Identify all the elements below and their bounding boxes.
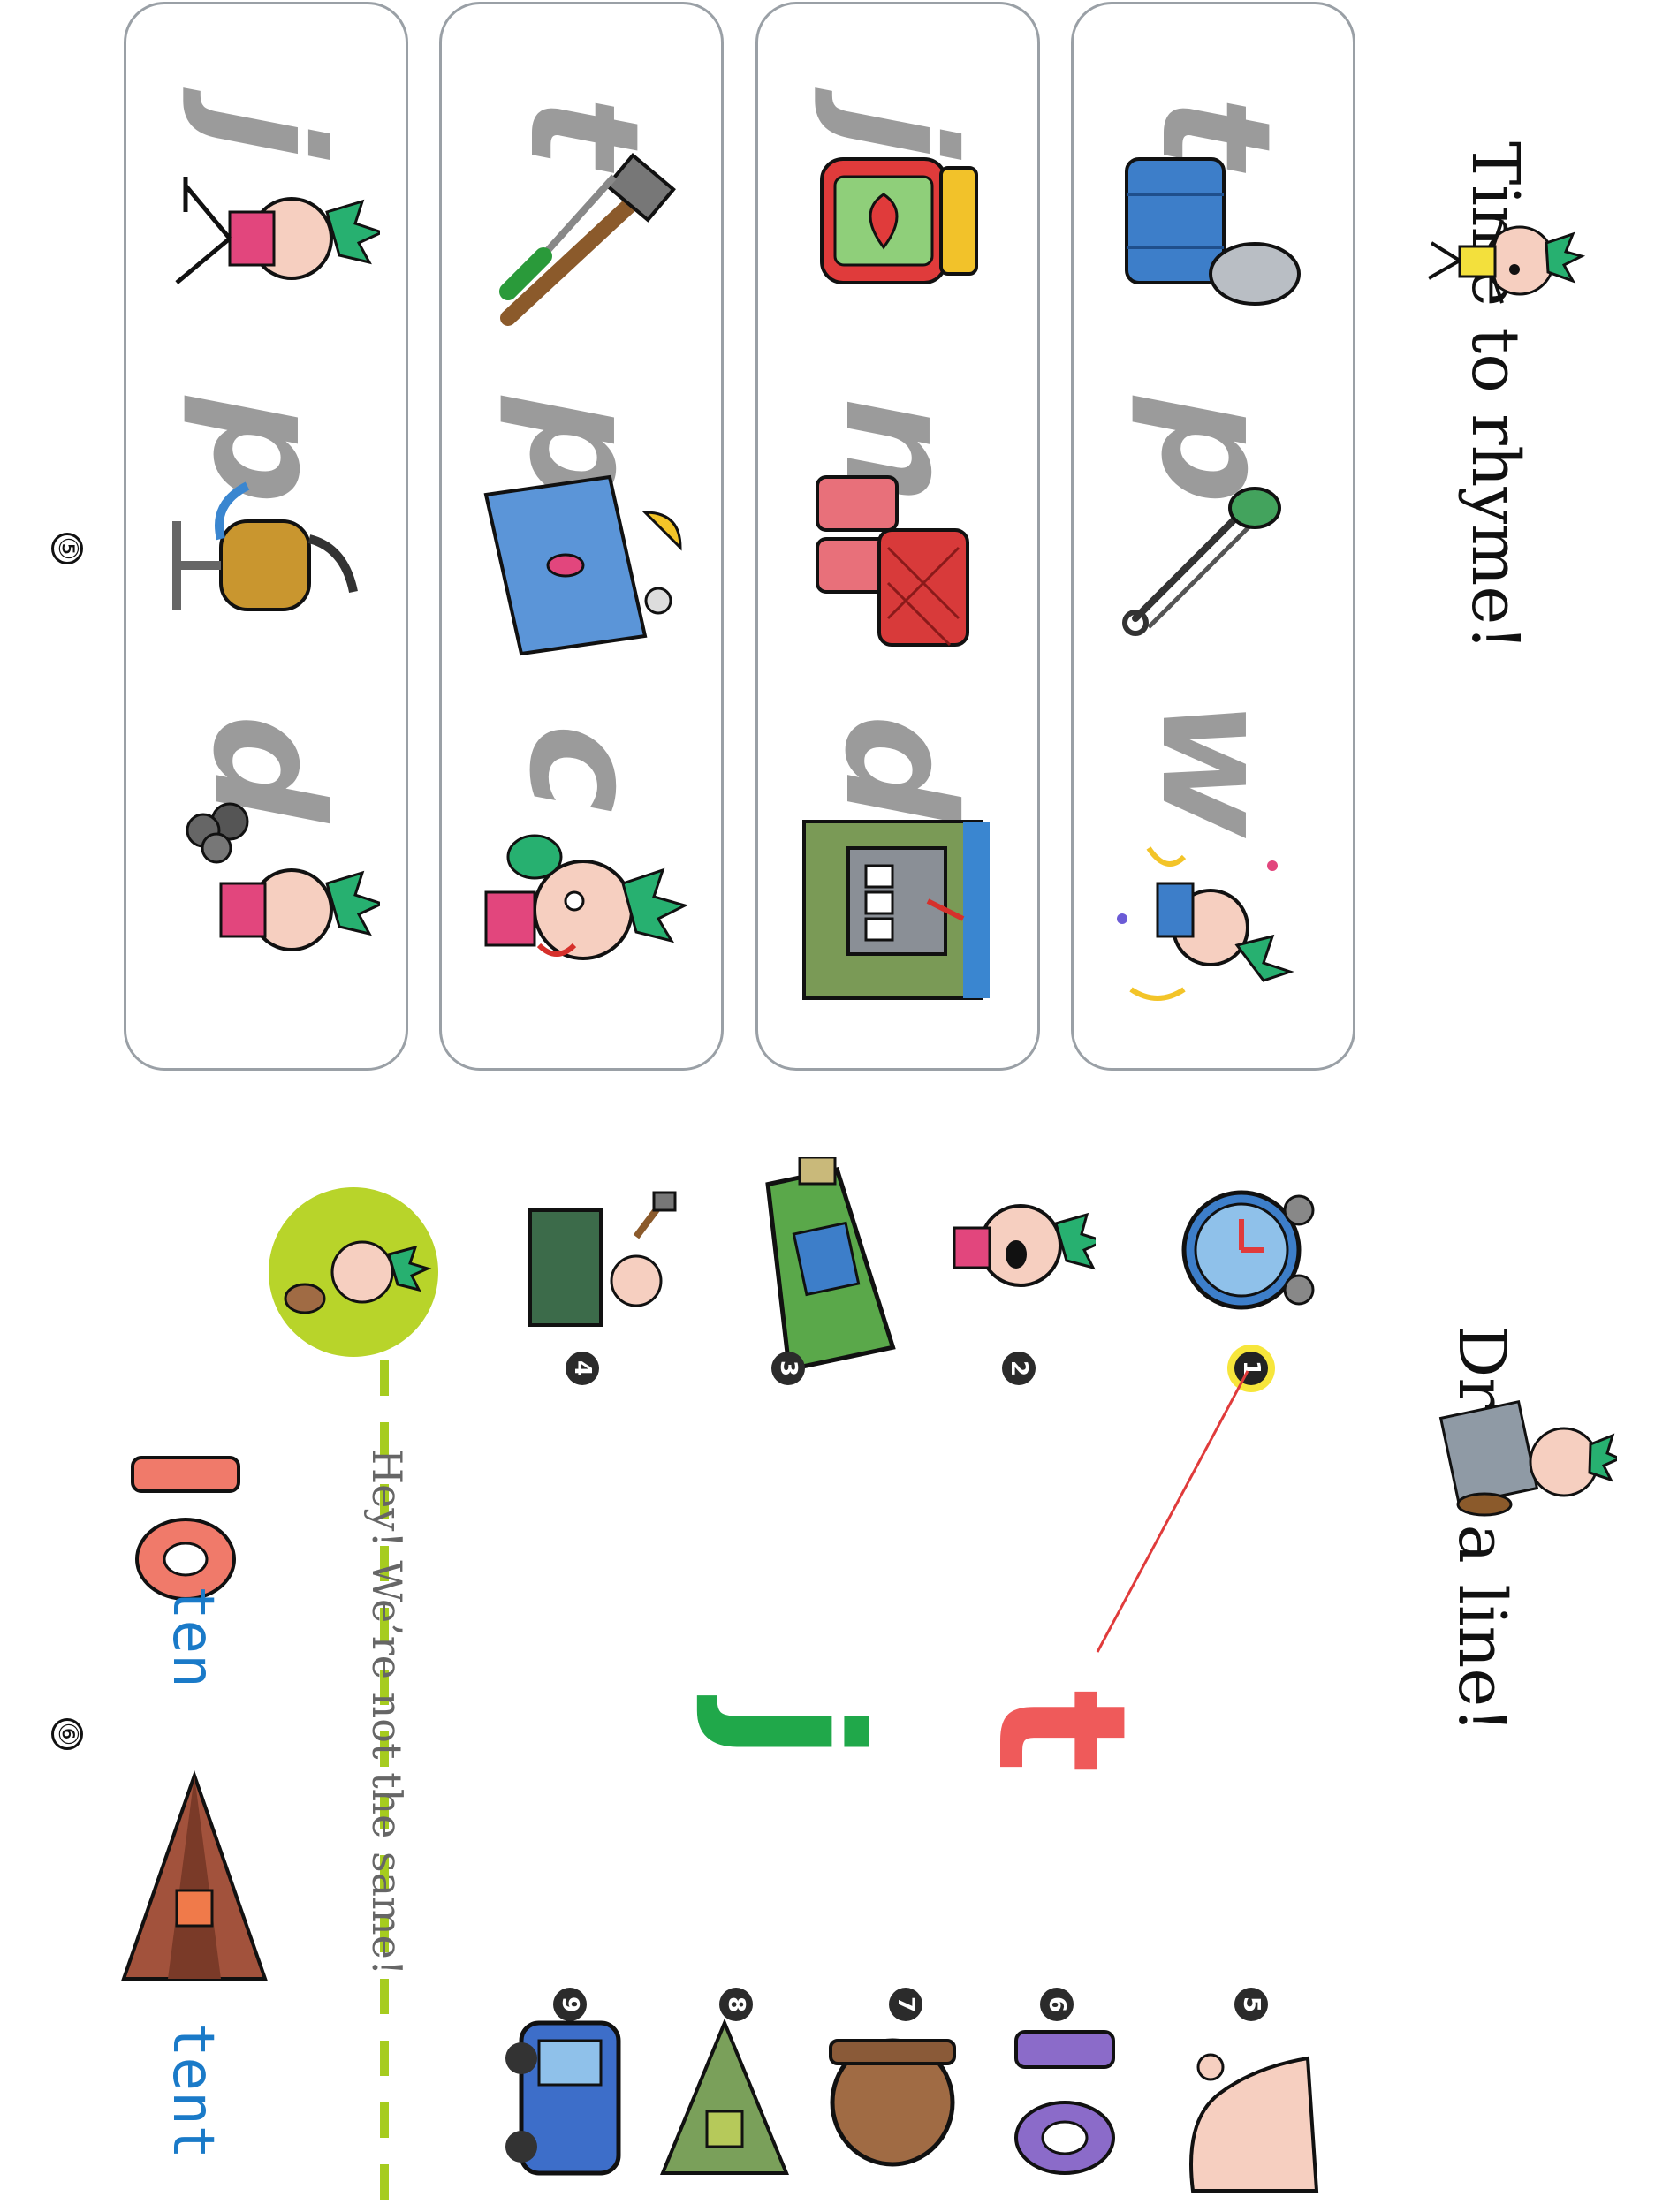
big-ten-icon bbox=[131, 1456, 240, 1601]
mascot-running-icon bbox=[1428, 219, 1586, 304]
item-number-badge: 4 bbox=[566, 1352, 599, 1385]
right-page-number: ⑥ bbox=[51, 1718, 83, 1750]
jam-jar-icon bbox=[820, 157, 978, 284]
water-pump-icon bbox=[172, 481, 358, 611]
letter-t-target: t bbox=[958, 1689, 1164, 1774]
kid-jumping-icon bbox=[175, 177, 380, 284]
safety-pin-icon bbox=[1122, 487, 1281, 636]
toe-icon bbox=[1189, 2053, 1319, 2193]
example-line bbox=[1096, 1370, 1249, 1653]
ten-icon bbox=[1014, 2030, 1115, 2175]
kid-yelling-icon bbox=[953, 1204, 1096, 1287]
speech-text: Hey! We’re not the same! bbox=[363, 1449, 411, 1976]
kid-digging-icon bbox=[186, 802, 380, 951]
paddling-pool-icon bbox=[483, 474, 682, 656]
paint-tube-icon bbox=[765, 1157, 896, 1373]
badge-kid-dog-icon bbox=[269, 1187, 438, 1357]
man-hammering-box-icon bbox=[528, 1191, 677, 1327]
tin-can-icon bbox=[1125, 157, 1301, 306]
dashed-divider bbox=[380, 1360, 389, 2208]
item-number-badge: 3 bbox=[771, 1352, 805, 1385]
jeep-icon bbox=[505, 2020, 621, 2176]
left-page-number: ⑤ bbox=[51, 533, 83, 564]
word-ten: ten bbox=[160, 1586, 225, 1688]
winner-trophy-icon bbox=[1117, 846, 1294, 1001]
item-number-badge: 5 bbox=[1234, 1988, 1268, 2021]
kid-with-cap-icon bbox=[484, 834, 689, 960]
tools-icon bbox=[499, 153, 676, 326]
word-tent: tent bbox=[160, 2023, 225, 2160]
item-number-badge: 2 bbox=[1002, 1352, 1036, 1385]
dam-icon bbox=[802, 820, 990, 1000]
clock-icon bbox=[1181, 1190, 1315, 1310]
mascot-with-box-icon bbox=[1438, 1399, 1617, 1517]
sandwich-basket-icon bbox=[816, 475, 969, 647]
letter-j-target: j bbox=[693, 1701, 899, 1762]
pot-icon bbox=[829, 2038, 956, 2167]
tent-icon bbox=[660, 2018, 789, 2175]
big-tent-icon bbox=[121, 1769, 268, 1981]
